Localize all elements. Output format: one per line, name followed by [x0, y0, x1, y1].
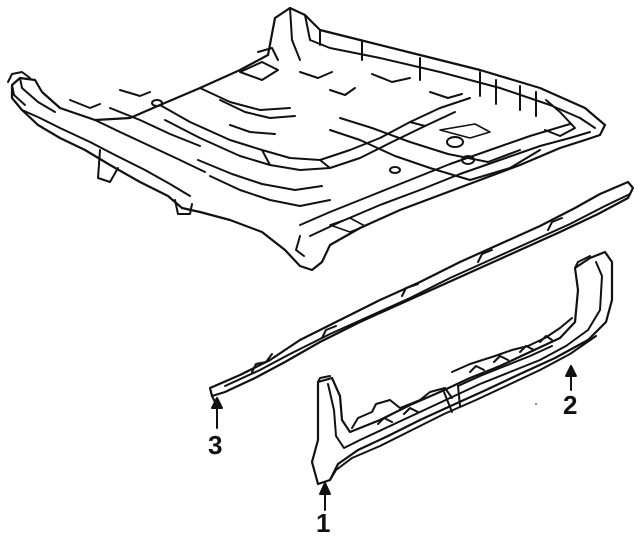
- rocker-panel[interactable]: [310, 250, 614, 486]
- rocker-reinforcement[interactable]: [208, 180, 635, 405]
- floor-pan[interactable]: [7, 6, 607, 272]
- leader-3: [211, 397, 223, 429]
- callout-2: 2: [563, 390, 578, 420]
- callout-3: 3: [208, 430, 223, 460]
- callout-1: 1: [316, 508, 331, 538]
- leader-2: [565, 365, 577, 391]
- leader-1: [319, 482, 331, 511]
